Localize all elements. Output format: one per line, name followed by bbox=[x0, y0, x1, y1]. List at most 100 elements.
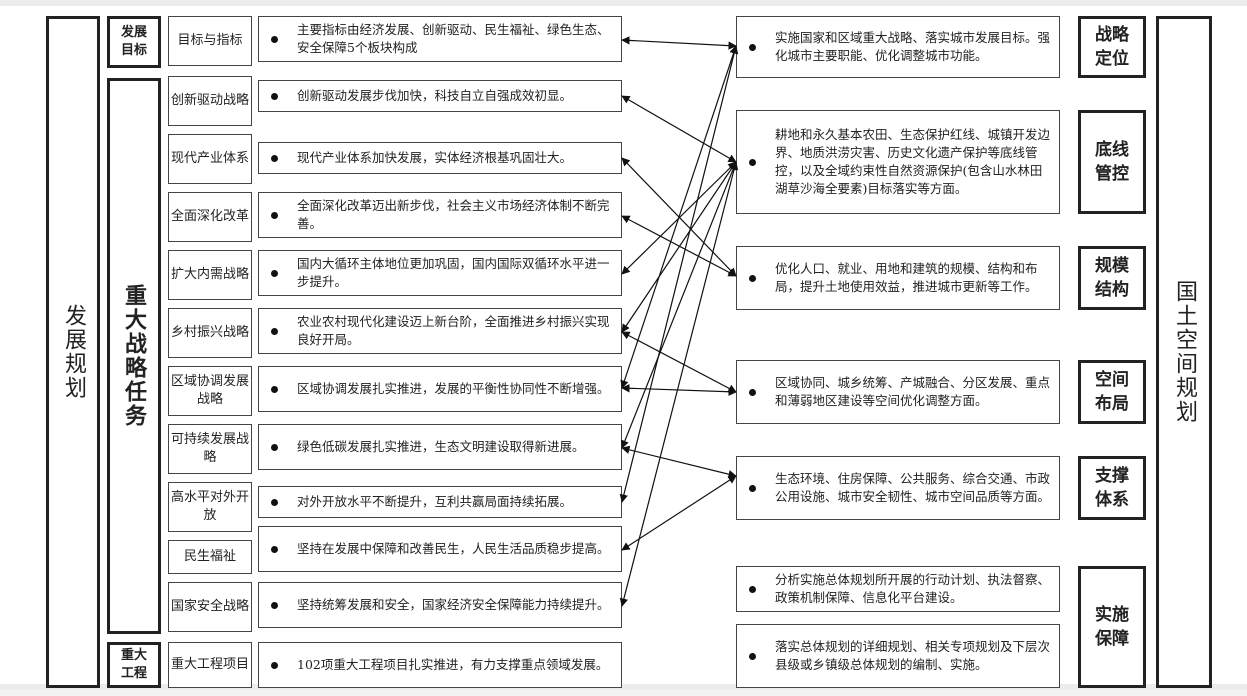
connector-arrow bbox=[621, 475, 737, 551]
right-category-label: 战略 定位 bbox=[1095, 25, 1129, 69]
right-category: 规模 结构 bbox=[1078, 246, 1146, 310]
left-item-text: 区域协调发展扎实推进，发展的平衡性协同性不断增强。 bbox=[297, 381, 610, 396]
bullet-icon bbox=[271, 545, 278, 553]
right-category-label: 底线 管控 bbox=[1095, 140, 1129, 184]
connector-arrow bbox=[621, 161, 737, 275]
bullet-icon bbox=[271, 269, 278, 277]
left-item: 102项重大工程项目扎实推进，有力支撑重点领域发展。 bbox=[258, 642, 622, 688]
category-label: 全面深化改革 bbox=[171, 209, 250, 224]
left-item-text: 全面深化改革迈出新步伐，社会主义市场经济体制不断完善。 bbox=[297, 198, 610, 231]
category-box: 重大工程项目 bbox=[168, 642, 252, 688]
left-item: 绿色低碳发展扎实推进，生态文明建设取得新进展。 bbox=[258, 424, 622, 470]
category-label: 现代产业体系 bbox=[171, 151, 250, 166]
connector-arrow bbox=[619, 45, 739, 503]
category-label: 扩大内需战略 bbox=[171, 267, 250, 282]
category-box: 可持续发展战略 bbox=[168, 424, 252, 474]
bullet-icon bbox=[271, 35, 278, 43]
group-project: 重大 工程 bbox=[107, 642, 161, 688]
right-category-label: 实施 保障 bbox=[1095, 605, 1129, 649]
category-box: 现代产业体系 bbox=[168, 134, 252, 184]
right-title: 国土空间规划 bbox=[1172, 280, 1197, 424]
bullet-icon bbox=[749, 388, 756, 396]
right-category: 支撑 体系 bbox=[1078, 456, 1146, 520]
bullet-icon bbox=[271, 154, 278, 162]
category-label: 乡村振兴战略 bbox=[171, 325, 250, 340]
right-item-text: 耕地和永久基本农田、生态保护红线、城镇开发边界、地质洪涝灾害、历史文化遗产保护等… bbox=[775, 127, 1051, 196]
bullet-icon bbox=[749, 585, 756, 593]
left-item: 创新驱动发展步伐加快，科技自立自强成效初显。 bbox=[258, 80, 622, 112]
left-item: 农业农村现代化建设迈上新台阶，全面推进乡村振兴实现良好开局。 bbox=[258, 308, 622, 354]
right-category-label: 空间 布局 bbox=[1095, 370, 1129, 414]
category-box: 国家安全战略 bbox=[168, 582, 252, 632]
bullet-icon bbox=[749, 43, 756, 51]
connector-arrow bbox=[621, 157, 737, 277]
bullet-icon bbox=[271, 92, 278, 100]
left-item-text: 现代产业体系加快发展，实体经济根基巩固壮大。 bbox=[297, 150, 573, 165]
right-item: 耕地和永久基本农田、生态保护红线、城镇开发边界、地质洪涝灾害、历史文化遗产保护等… bbox=[736, 110, 1060, 214]
category-box: 区域协调发展战略 bbox=[168, 366, 252, 416]
right-item: 区域协同、城乡统筹、产城融合、分区发展、重点和薄弱地区建设等空间优化调整方面。 bbox=[736, 360, 1060, 424]
left-item-text: 主要指标由经济发展、创新驱动、民生福祉、绿色生态、安全保障5个板块构成 bbox=[297, 22, 610, 55]
left-item: 现代产业体系加快发展，实体经济根基巩固壮大。 bbox=[258, 142, 622, 174]
connector-arrow bbox=[619, 161, 739, 607]
right-item-text: 优化人口、就业、用地和建筑的规模、结构和布局，提升土地使用效益，推进城市更新等工… bbox=[775, 261, 1038, 294]
connector-arrow bbox=[621, 384, 737, 396]
bullet-icon bbox=[749, 158, 756, 166]
left-item-text: 创新驱动发展步伐加快，科技自立自强成效初显。 bbox=[297, 88, 573, 103]
right-category-label: 支撑 体系 bbox=[1095, 466, 1129, 510]
bullet-icon bbox=[271, 601, 278, 609]
group-goal-label: 发展 目标 bbox=[120, 25, 147, 58]
category-box: 全面深化改革 bbox=[168, 192, 252, 242]
category-label: 区域协调发展战略 bbox=[171, 374, 250, 407]
connector-arrow bbox=[621, 36, 737, 50]
left-item-text: 对外开放水平不断提升，互利共赢局面持续拓展。 bbox=[297, 494, 573, 509]
left-item: 国内大循环主体地位更加巩固，国内国际双循环水平进一步提升。 bbox=[258, 250, 622, 296]
left-item-text: 坚持在发展中保障和改善民生，人民生活品质稳步提高。 bbox=[297, 541, 610, 556]
connector-arrow bbox=[621, 445, 737, 479]
right-item-text: 实施国家和区域重大战略、落实城市发展目标。强化城市主要职能、优化调整城市功能。 bbox=[775, 30, 1051, 63]
group-strategy: 重大战略任务 bbox=[107, 78, 161, 634]
category-label: 国家安全战略 bbox=[171, 599, 250, 614]
category-label: 目标与指标 bbox=[177, 33, 243, 48]
right-category: 空间 布局 bbox=[1078, 360, 1146, 424]
connector-arrow bbox=[621, 331, 737, 393]
connector-arrow bbox=[621, 95, 737, 163]
bullet-icon bbox=[271, 498, 278, 506]
group-strategy-label: 重大战略任务 bbox=[121, 284, 147, 428]
left-item-text: 坚持统筹发展和安全，国家经济安全保障能力持续提升。 bbox=[297, 597, 610, 612]
bullet-icon bbox=[749, 484, 756, 492]
left-item-text: 农业农村现代化建设迈上新台阶，全面推进乡村振兴实现良好开局。 bbox=[297, 314, 610, 347]
category-label: 高水平对外开放 bbox=[171, 490, 250, 523]
group-goal: 发展 目标 bbox=[107, 16, 161, 68]
right-title-box: 国土空间规划 bbox=[1156, 16, 1212, 688]
left-item: 全面深化改革迈出新步伐，社会主义市场经济体制不断完善。 bbox=[258, 192, 622, 238]
right-item: 落实总体规划的详细规划、相关专项规划及下层次县级或乡镇级总体规划的编制、实施。 bbox=[736, 624, 1060, 688]
left-title: 发展规划 bbox=[61, 304, 86, 400]
left-item: 坚持在发展中保障和改善民生，人民生活品质稳步提高。 bbox=[258, 526, 622, 572]
bullet-icon bbox=[749, 652, 756, 660]
category-box: 乡村振兴战略 bbox=[168, 308, 252, 358]
left-title-box: 发展规划 bbox=[46, 16, 100, 688]
right-category: 实施 保障 bbox=[1078, 566, 1146, 688]
category-box: 目标与指标 bbox=[168, 16, 252, 66]
left-item-text: 国内大循环主体地位更加巩固，国内国际双循环水平进一步提升。 bbox=[297, 256, 610, 289]
right-item-text: 区域协同、城乡统筹、产城融合、分区发展、重点和薄弱地区建设等空间优化调整方面。 bbox=[775, 375, 1051, 408]
right-item-text: 生态环境、住房保障、公共服务、综合交通、市政公用设施、城市安全韧性、城市空间品质… bbox=[775, 471, 1051, 504]
connector-arrow bbox=[620, 161, 738, 449]
right-item-text: 分析实施总体规划所开展的行动计划、执法督察、政策机制保障、信息化平台建设。 bbox=[775, 572, 1051, 605]
category-label: 民生福祉 bbox=[183, 549, 236, 564]
left-item: 坚持统筹发展和安全，国家经济安全保障能力持续提升。 bbox=[258, 582, 622, 628]
category-box: 高水平对外开放 bbox=[168, 482, 252, 532]
category-label: 创新驱动战略 bbox=[171, 93, 250, 108]
category-box: 民生福祉 bbox=[168, 540, 252, 574]
left-item: 区域协调发展扎实推进，发展的平衡性协同性不断增强。 bbox=[258, 366, 622, 412]
category-label: 可持续发展战略 bbox=[171, 432, 250, 465]
right-item-text: 落实总体规划的详细规划、相关专项规划及下层次县级或乡镇级总体规划的编制、实施。 bbox=[775, 639, 1051, 672]
right-item: 实施国家和区域重大战略、落实城市发展目标。强化城市主要职能、优化调整城市功能。 bbox=[736, 16, 1060, 78]
category-box: 创新驱动战略 bbox=[168, 76, 252, 126]
right-category-label: 规模 结构 bbox=[1095, 256, 1129, 300]
left-item-text: 绿色低碳发展扎实推进，生态文明建设取得新进展。 bbox=[297, 439, 585, 454]
group-project-label: 重大 工程 bbox=[120, 648, 147, 681]
bullet-icon bbox=[271, 661, 278, 669]
bullet-icon bbox=[271, 211, 278, 219]
